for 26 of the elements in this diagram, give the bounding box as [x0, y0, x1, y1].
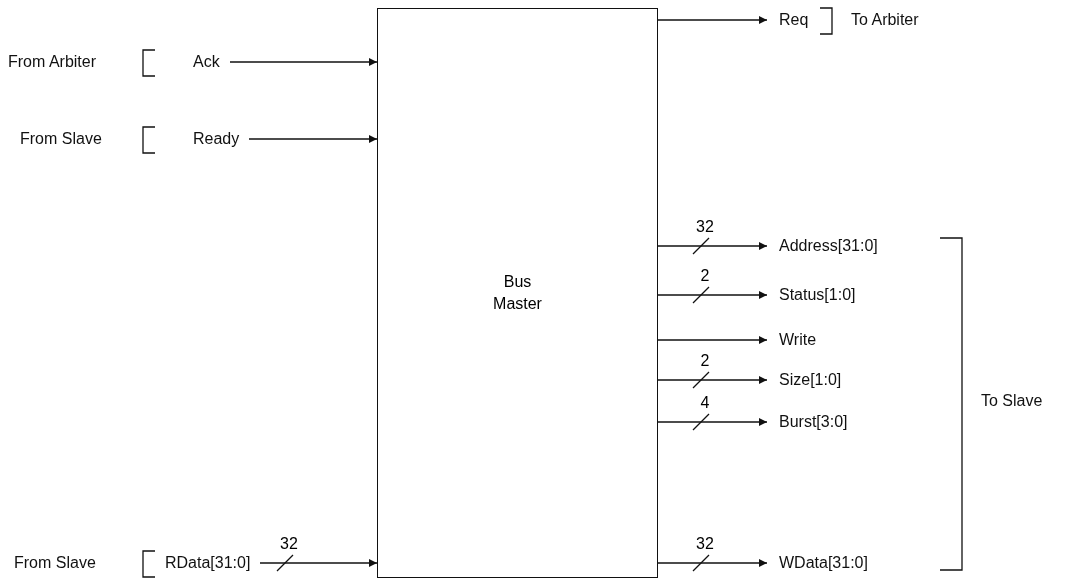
- signal-arrow: [657, 242, 768, 250]
- signal-name: Burst[3:0]: [779, 412, 848, 432]
- signal-arrow: [657, 336, 768, 344]
- signal-arrow: [657, 559, 768, 567]
- signal-arrow: [657, 16, 768, 24]
- interface-label: To Slave: [981, 391, 1043, 411]
- signal-name: RData[31:0]: [165, 553, 251, 573]
- interface-label: From Slave: [14, 553, 96, 573]
- signal-arrow: [657, 291, 768, 299]
- signal-name: Ack: [193, 52, 220, 72]
- signal-name: Write: [779, 330, 817, 350]
- interface-label: To Arbiter: [851, 10, 919, 30]
- signal-name: Size[1:0]: [779, 370, 842, 390]
- signal-arrow: [229, 58, 378, 66]
- interface-label: From Arbiter: [8, 52, 96, 72]
- signal-name: Status[1:0]: [779, 285, 856, 305]
- signal-name: Req: [779, 10, 809, 30]
- bus-master-block: Bus Master: [377, 8, 658, 578]
- signal-name: WData[31:0]: [779, 553, 868, 573]
- signal-name: Address[31:0]: [779, 236, 878, 256]
- interface-label: From Slave: [20, 129, 102, 149]
- signal-arrow: [657, 376, 768, 384]
- signal-name: Ready: [193, 129, 240, 149]
- signal-arrow: [248, 135, 378, 143]
- signal-arrow: [657, 418, 768, 426]
- signal-arrow: [259, 559, 378, 567]
